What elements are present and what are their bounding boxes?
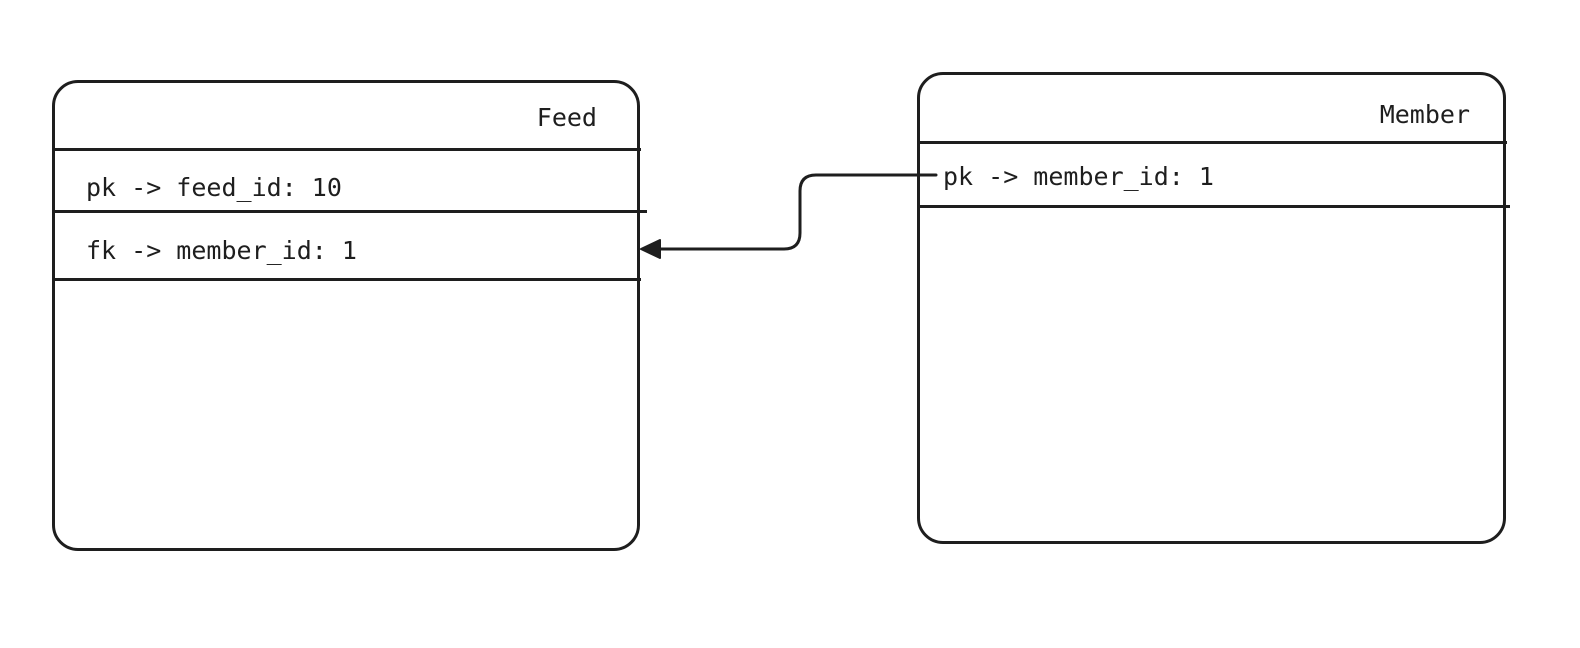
feed-row-divider-bottom — [53, 278, 641, 281]
member-entity-title: Member — [1379, 100, 1470, 129]
feed-header-divider — [53, 148, 641, 151]
arrow-left-icon — [640, 239, 661, 259]
relation-line — [656, 173, 938, 251]
feed-entity-title: Feed — [536, 103, 597, 132]
member-field-member-id[interactable]: pk -> member_id: 1 — [943, 162, 1214, 191]
member-row-divider — [918, 205, 1510, 208]
member-entity[interactable]: Member pk -> member_id: 1 — [917, 72, 1510, 544]
feed-field-member-id[interactable]: fk -> member_id: 1 — [86, 236, 357, 265]
feed-entity[interactable]: Feed pk -> feed_id: 10 fk -> member_id: … — [52, 80, 647, 551]
member-header-divider — [918, 141, 1507, 144]
feed-field-feed-id[interactable]: pk -> feed_id: 10 — [86, 173, 342, 202]
feed-row-divider — [53, 210, 647, 213]
